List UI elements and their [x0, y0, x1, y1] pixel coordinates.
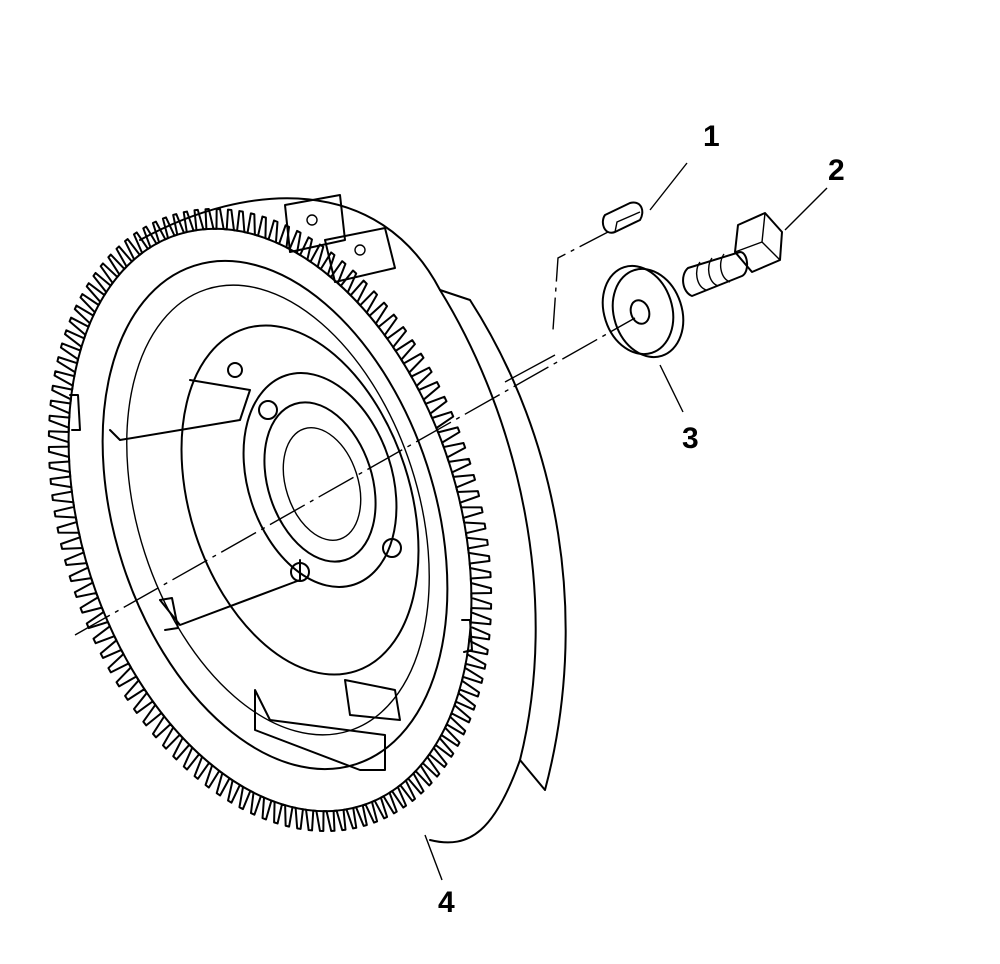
- flywheel-rib-lower: [159, 559, 301, 626]
- rim-notch-bottom: [159, 597, 179, 631]
- key-part: [601, 201, 644, 234]
- key-axis-line: [504, 354, 556, 383]
- bolt-part: [682, 212, 783, 297]
- ring-gear-root: [67, 227, 473, 813]
- flywheel-rib-upper: [109, 379, 251, 441]
- flywheel-recess: [180, 324, 420, 676]
- washer-part: [601, 264, 685, 359]
- flywheel-face-rim: [101, 259, 449, 771]
- assembly-axis-line: [74, 317, 636, 636]
- flywheel-rim-back: [139, 197, 537, 844]
- leader-line-4: [424, 834, 443, 881]
- magnet-block-1: [284, 194, 346, 253]
- callout-4: 4: [438, 886, 455, 919]
- magnet-block-2: [324, 227, 396, 283]
- flywheel: [47, 194, 567, 844]
- flywheel-rib-right: [344, 679, 401, 721]
- callout-2: 2: [828, 154, 845, 187]
- callout-1: 1: [703, 120, 720, 153]
- leader-line-2: [784, 187, 828, 231]
- rim-notch-right: [461, 619, 473, 653]
- leader-line-1: [649, 162, 688, 211]
- flywheel-rim-side: [439, 289, 567, 791]
- rim-notch-left: [69, 394, 81, 431]
- flywheel-hub: [227, 362, 402, 588]
- flywheel-rib-bottom: [254, 689, 386, 771]
- callout-3: 3: [682, 422, 699, 455]
- leader-line-3: [659, 364, 684, 413]
- key-alignment-line: [552, 231, 609, 331]
